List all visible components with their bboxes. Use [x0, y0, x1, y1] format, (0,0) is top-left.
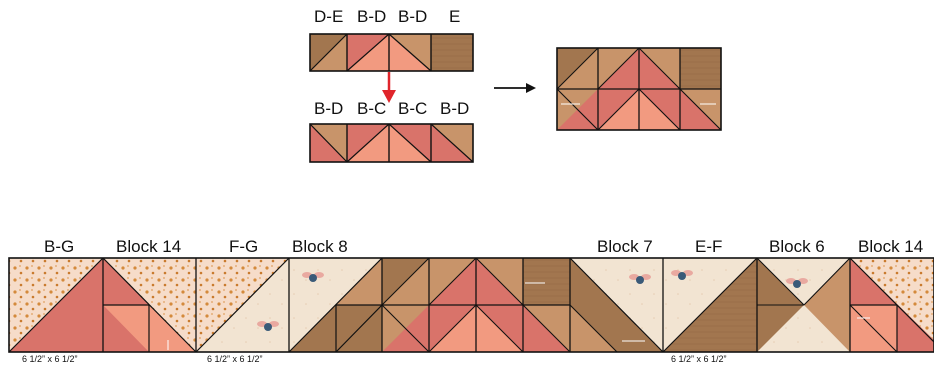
unit-label-bottom-4: B-D — [440, 99, 470, 118]
strip-label-block-8: Block 8 — [292, 237, 348, 256]
strip-label-block-7: Block 7 — [597, 237, 653, 256]
top-row-units — [309, 33, 474, 72]
bee-motif — [257, 321, 279, 331]
bottom-row-units — [309, 123, 474, 163]
bee-motif — [302, 272, 324, 282]
strip-label-block-14: Block 14 — [116, 237, 182, 256]
bee-motif — [629, 274, 651, 284]
right-arrow — [494, 83, 536, 93]
down-arrow — [382, 72, 396, 103]
dimension-label-1: 6 1/2” x 6 1/2” — [22, 354, 78, 364]
strip-label-block-14-right: Block 14 — [858, 237, 924, 256]
unit-label-top-1: D-E — [314, 7, 344, 26]
strip-label-block-6: Block 6 — [769, 237, 825, 256]
strip-label-b-g: B-G — [44, 237, 75, 256]
bee-motif — [786, 278, 808, 288]
bee-motif — [671, 270, 693, 280]
quilt-strip — [8, 257, 934, 353]
assembled-block — [556, 47, 722, 131]
dimension-label-2: 6 1/2” x 6 1/2” — [207, 354, 263, 364]
dimension-label-3: 6 1/2” x 6 1/2” — [671, 354, 727, 364]
strip-label-f-g: F-G — [229, 237, 259, 256]
unit-label-top-4: E — [449, 7, 461, 26]
unit-label-top-2: B-D — [357, 7, 387, 26]
unit-label-bottom-2: B-C — [357, 99, 387, 118]
unit-label-bottom-3: B-C — [398, 99, 428, 118]
strip-label-e-f: E-F — [695, 237, 723, 256]
unit-label-bottom-1: B-D — [314, 99, 344, 118]
unit-label-top-3: B-D — [398, 7, 428, 26]
